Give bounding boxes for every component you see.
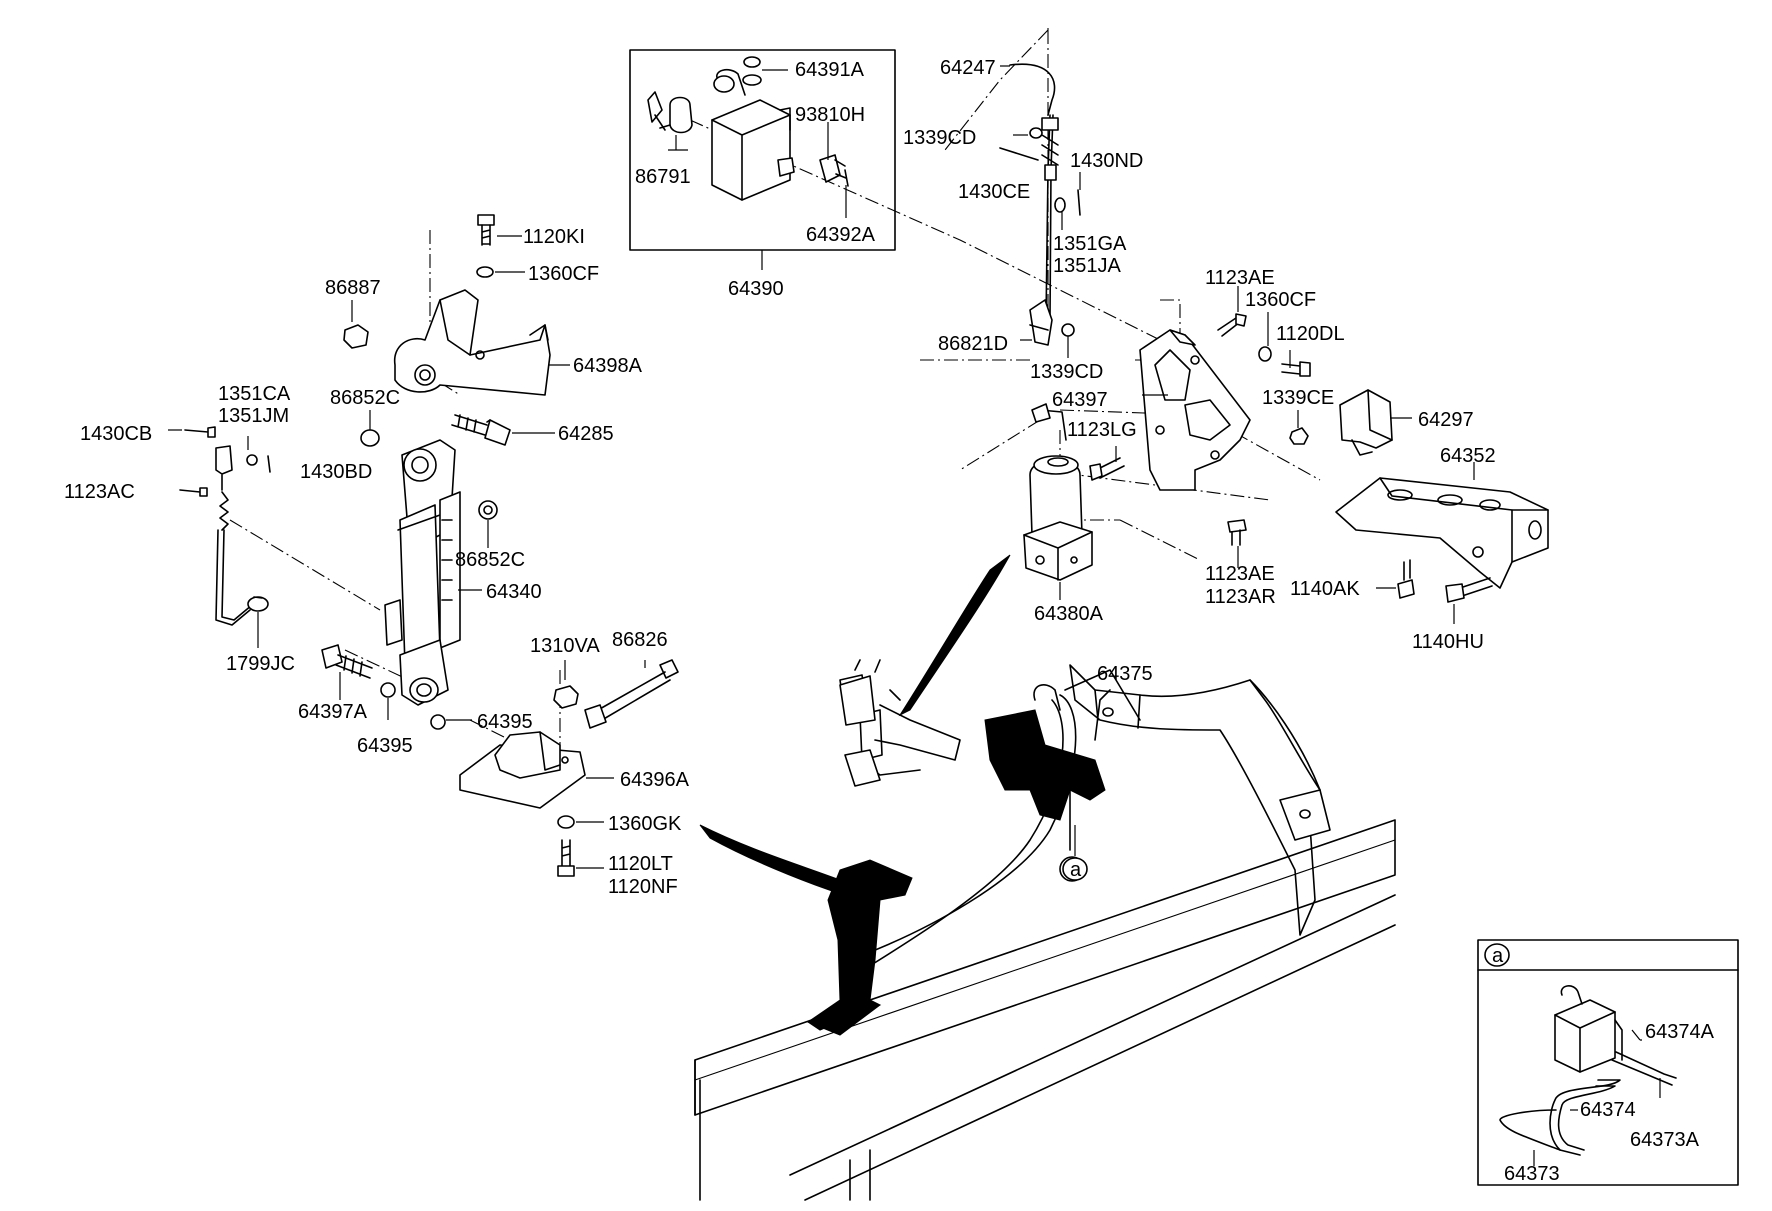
label-86852C-mid: 86852C xyxy=(455,549,525,571)
label-1339CE: 1339CE xyxy=(1262,387,1334,409)
pump-64380A xyxy=(1023,403,1093,581)
label-1360CF-left: 1360CF xyxy=(528,263,599,285)
label-1799JC: 1799JC xyxy=(226,653,295,675)
label-86821D: 86821D xyxy=(938,333,1008,355)
label-64390: 64390 xyxy=(728,278,784,300)
label-64352: 64352 xyxy=(1440,445,1496,467)
cylinder-64340 xyxy=(384,439,498,706)
label-64297: 64297 xyxy=(1418,409,1474,431)
label-64373A: 64373A xyxy=(1630,1129,1700,1151)
label-1430ND: 1430ND xyxy=(1070,150,1143,172)
cable-leaders xyxy=(1000,65,1081,358)
label-64391A: 64391A xyxy=(795,59,865,81)
label-64247: 64247 xyxy=(940,57,996,79)
label-1120KI: 1120KI xyxy=(523,226,585,248)
bracket-64397-leaders xyxy=(1115,286,1299,568)
label-1140HU: 1140HU xyxy=(1412,631,1484,653)
detail-box-a-leaders xyxy=(1533,1029,1661,1166)
label-86791: 86791 xyxy=(635,166,691,188)
label-64375: 64375 xyxy=(1097,663,1153,685)
label-1123AR: 1123AR xyxy=(1205,586,1276,608)
label-64380A: 64380A xyxy=(1034,603,1104,625)
assembly-leaders xyxy=(668,69,847,270)
part-labels: 64391A 93810H 86791 64392A 64390 64247 1… xyxy=(64,57,1715,1185)
label-64398A: 64398A xyxy=(573,355,643,377)
label-1430CB: 1430CB xyxy=(80,423,152,445)
lower-mount-group xyxy=(321,644,679,877)
label-1123AE-bot: 1123AE xyxy=(1205,563,1275,585)
label-1351GA: 1351GA xyxy=(1053,233,1127,255)
upper-bracket-leaders xyxy=(351,235,570,434)
label-1120DL: 1120DL xyxy=(1276,323,1345,345)
label-64396A: 64396A xyxy=(620,769,690,791)
lower-mount-leaders xyxy=(339,660,646,869)
label-1351CA: 1351CA xyxy=(218,383,291,405)
callout-a-marker xyxy=(1062,825,1088,881)
label-1360CF-right: 1360CF xyxy=(1245,289,1316,311)
label-callout-a: a xyxy=(1070,859,1082,881)
label-64373: 64373 xyxy=(1504,1163,1560,1185)
label-1123AE-top: 1123AE xyxy=(1205,267,1275,289)
label-1339CD-mid: 1339CD xyxy=(1030,361,1103,383)
label-1310VA: 1310VA xyxy=(530,635,600,657)
label-1351JA: 1351JA xyxy=(1053,255,1121,277)
label-64397: 64397 xyxy=(1052,389,1108,411)
label-1360GK: 1360GK xyxy=(608,813,682,835)
label-1351JM: 1351JM xyxy=(218,405,289,427)
left-cable-group xyxy=(179,426,271,626)
label-64397A: 64397A xyxy=(298,701,368,723)
label-64395-right: 64395 xyxy=(477,711,533,733)
bracket-64352 xyxy=(1335,389,1549,603)
detail-box-a xyxy=(1477,939,1739,1186)
label-1120LT: 1120LT xyxy=(608,853,673,875)
label-1123AC: 1123AC xyxy=(64,481,135,503)
label-1120NF: 1120NF xyxy=(608,876,678,898)
label-86852C-top: 86852C xyxy=(330,387,400,409)
label-1339CD-top: 1339CD xyxy=(903,127,976,149)
bracket-64397-hardware xyxy=(1089,313,1311,546)
label-1140AK: 1140AK xyxy=(1290,578,1360,600)
label-64392A: 64392A xyxy=(806,224,876,246)
upper-bracket-group xyxy=(343,214,551,447)
label-86826: 86826 xyxy=(612,629,668,651)
label-93810H: 93810H xyxy=(795,104,865,126)
label-64374A: 64374A xyxy=(1645,1021,1715,1043)
label-64340: 64340 xyxy=(486,581,542,603)
label-detail-a: a xyxy=(1492,945,1504,967)
label-1123LG: 1123LG xyxy=(1067,419,1137,441)
label-64285: 64285 xyxy=(558,423,614,445)
bracket-64352-leaders xyxy=(1376,417,1475,624)
label-1430BD: 1430BD xyxy=(300,461,372,483)
label-64395-left: 64395 xyxy=(357,735,413,757)
cable-clevis-top xyxy=(999,63,1081,346)
label-86887: 86887 xyxy=(325,277,381,299)
cylinder-leaders xyxy=(458,520,489,591)
frame-mini-jack xyxy=(839,675,876,726)
vehicle-frame xyxy=(694,659,1396,1201)
bracket-64397 xyxy=(1139,329,1251,491)
label-1430CE: 1430CE xyxy=(958,181,1030,203)
left-cable-leaders xyxy=(168,429,259,648)
label-64374: 64374 xyxy=(1580,1099,1636,1121)
